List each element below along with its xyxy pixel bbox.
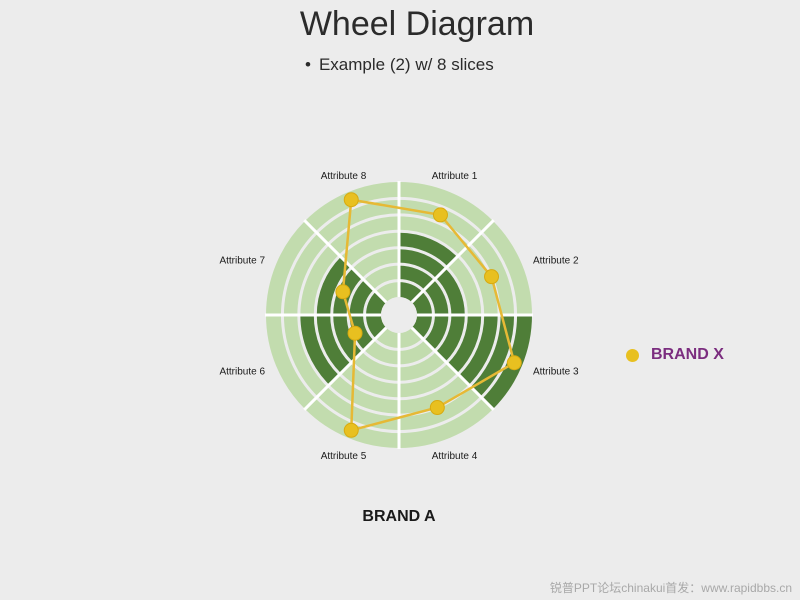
slice-7-ring-5	[300, 245, 339, 315]
watermark: 锐普PPT论坛chinakui首发：www.rapidbbs.cn	[549, 581, 792, 595]
brand-x-marker-7	[335, 284, 351, 300]
slice-separator	[410, 326, 495, 411]
brand-x-polygon-layer	[335, 192, 522, 438]
slice-8-ring-2	[364, 265, 399, 290]
slice-2-ring-2	[424, 280, 449, 315]
subtitle-text: Example (2) w/ 8 slices	[318, 55, 494, 74]
brand-label: BRAND A	[362, 508, 436, 525]
legend-marker-icon	[626, 348, 639, 362]
slice-8-ring-6	[317, 199, 399, 244]
slice-5-ring-2	[364, 340, 399, 365]
slice-5-ring-3	[352, 352, 399, 381]
slice-3-ring-4	[447, 315, 482, 374]
attribute-label-2: Attribute 2	[533, 256, 579, 267]
attribute-label-6: Attribute 6	[219, 366, 265, 377]
slice-4-ring-5	[399, 375, 469, 414]
slice-5-ring-6	[317, 386, 399, 431]
slice-6-ring-5	[300, 315, 339, 385]
slice-3-ring-2	[424, 315, 449, 350]
slice-2-ring-5	[459, 245, 498, 315]
slice-7-ring-7	[266, 220, 316, 315]
slice-1-ring-2	[399, 265, 434, 290]
attribute-label-7: Attribute 7	[219, 256, 265, 267]
slice-8-ring-7	[304, 182, 399, 232]
slice-8-ring-4	[340, 232, 399, 267]
wheel-hub	[381, 297, 417, 333]
brand-x-marker-1	[432, 207, 448, 223]
brand-x-marker-8	[343, 192, 359, 208]
slice-8-ring-3	[352, 249, 399, 278]
slice-3-ring-6	[470, 315, 515, 397]
slice-5-ring-5	[329, 375, 399, 414]
slice-1-ring-5	[399, 216, 469, 255]
slice-1-ring-4	[399, 232, 458, 267]
attribute-labels: Attribute 1 Attribute 2 Attribute 3 Attribu…	[219, 171, 579, 462]
slice-4-ring-7	[399, 398, 494, 448]
attribute-label-5: Attribute 5	[321, 451, 367, 462]
slice-4-ring-2	[399, 340, 434, 365]
brand-x-marker-2	[484, 269, 500, 285]
attribute-label-3: Attribute 3	[533, 366, 579, 377]
slice-4-ring-3	[399, 352, 446, 381]
brand-x-marker-5	[343, 422, 359, 438]
attribute-label-1: Attribute 1	[432, 171, 478, 182]
slice-7-ring-6	[283, 233, 328, 315]
brand-x-marker-6	[347, 325, 363, 341]
slide-title: Wheel Diagram	[299, 5, 535, 43]
brand-x-marker-3	[506, 355, 522, 371]
slice-2-ring-4	[447, 256, 482, 315]
slice-6-ring-6	[283, 315, 328, 397]
slice-3-ring-7	[482, 315, 532, 410]
slice-separator	[410, 219, 495, 304]
attribute-label-8: Attribute 8	[321, 171, 367, 182]
legend-label: BRAND X	[651, 346, 724, 363]
slice-6-ring-7	[266, 315, 316, 410]
slice-1-ring-3	[399, 249, 446, 278]
slice-6-ring-4	[316, 315, 351, 374]
slice-2-ring-3	[436, 268, 465, 315]
slice-5-ring-7	[304, 398, 399, 448]
slide-subtitle: • Example (2) w/ 8 slices	[305, 55, 494, 75]
brand-x-marker-4	[429, 400, 445, 416]
bullet-icon: •	[305, 55, 311, 74]
slice-5-ring-4	[340, 363, 399, 398]
slice-1-ring-7	[399, 182, 494, 232]
slice-3-ring-3	[436, 315, 465, 362]
slice-7-ring-4	[316, 256, 351, 315]
slice-7-ring-2	[349, 280, 374, 315]
slice-separator	[303, 326, 388, 411]
slice-2-ring-7	[482, 220, 532, 315]
slice-3-ring-5	[459, 315, 498, 385]
slice-4-ring-4	[399, 363, 458, 398]
legend: BRAND X	[626, 346, 724, 364]
attribute-label-4: Attribute 4	[432, 451, 478, 462]
